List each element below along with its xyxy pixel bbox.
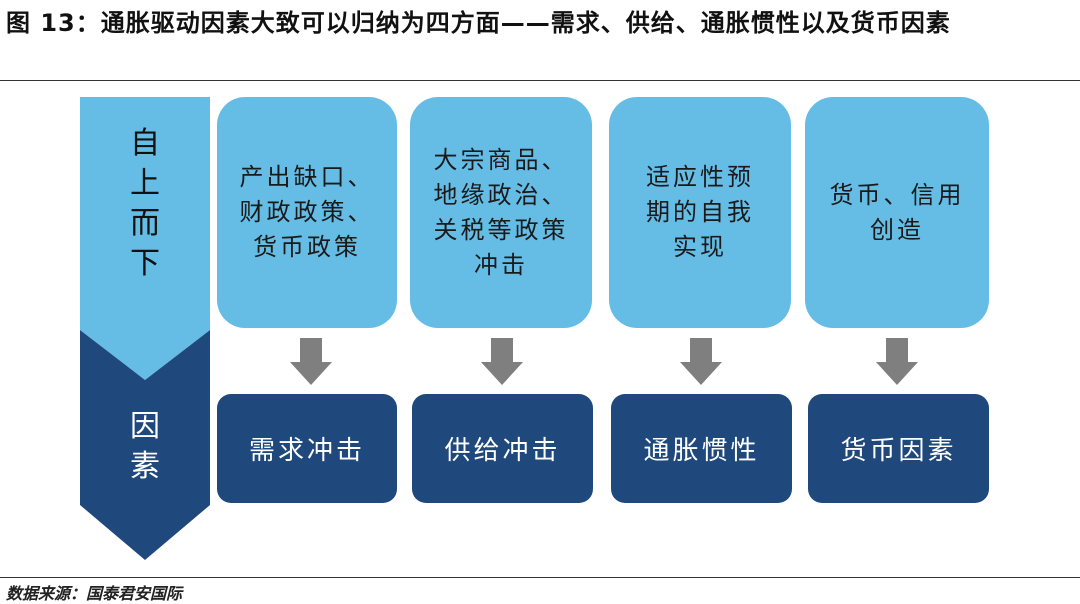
top-divider xyxy=(0,80,1080,81)
factor-box-demand: 需求冲击 xyxy=(217,394,397,503)
factor-box-monetary: 货币因素 xyxy=(808,394,989,503)
cause-box-supply: 大宗商品、地缘政治、关税等政策冲击 xyxy=(410,97,592,328)
source-note: 数据来源：国泰君安国际 xyxy=(6,584,183,603)
factors-label: 因素 xyxy=(130,409,160,484)
figure-title: 图 13：通胀驱动因素大致可以归纳为四方面——需求、供给、通胀惯性以及货币因素 xyxy=(6,9,951,37)
cause-box-inertia: 适应性预期的自我实现 xyxy=(609,97,791,328)
cause-box-demand: 产出缺口、财政政策、货币政策 xyxy=(217,97,397,328)
arrow-down-icon xyxy=(481,338,523,385)
cause-box-monetary: 货币、信用创造 xyxy=(805,97,989,328)
bottom-divider xyxy=(0,577,1080,578)
arrow-down-icon xyxy=(290,338,332,385)
factor-box-supply: 供给冲击 xyxy=(412,394,593,503)
top-down-chevron xyxy=(80,97,210,380)
arrow-down-icon xyxy=(680,338,722,385)
factor-box-inertia: 通胀惯性 xyxy=(611,394,792,503)
top-down-label: 自上而下 xyxy=(130,126,160,281)
factor-chevron xyxy=(80,330,210,560)
arrow-down-icon xyxy=(876,338,918,385)
